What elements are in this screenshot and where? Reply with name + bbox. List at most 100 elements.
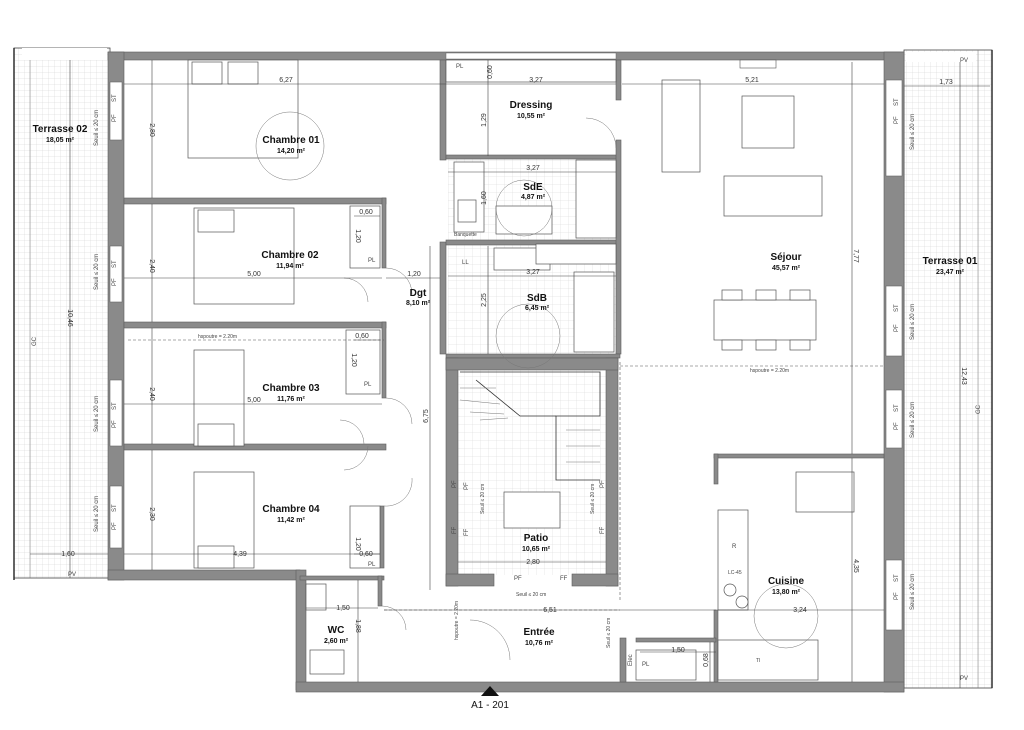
section-marker-icon	[481, 686, 499, 696]
label-seuil-1: Seuil ≤ 20 cm	[94, 110, 100, 146]
label-seuil-patio-1: Seuil ≤ 20 cm	[480, 484, 486, 514]
dim-160-t2: 1,60	[61, 551, 75, 558]
dim-120-dgt: 1,20	[407, 271, 421, 278]
label-hspoutre-ch3: hspoutre = 2.20m	[198, 334, 237, 340]
dim-327-top: 3,27	[529, 77, 543, 84]
label-ti: TI	[756, 658, 760, 664]
room-cuisine-name: Cuisine	[768, 576, 805, 587]
section-label: A1 - 201	[471, 700, 509, 711]
label-ff-patio-3: FF	[600, 526, 606, 534]
room-terrasse02-name: Terrasse 02	[33, 124, 88, 135]
label-r: R	[732, 544, 737, 550]
dim-120-ch4: 1,20	[354, 537, 361, 551]
dim-173: 1,73	[939, 79, 953, 86]
room-sejour-area: 45,57 m²	[772, 265, 801, 272]
interior-walls	[123, 59, 885, 683]
label-seuil-r2: Seuil ≤ 20 cm	[910, 304, 916, 340]
label-ll: LL	[462, 260, 469, 266]
dim-777: 7,77	[852, 249, 859, 263]
dim-129: 1,29	[481, 113, 488, 127]
room-dressing-area: 10,55 m²	[517, 113, 546, 120]
door-swings	[255, 111, 819, 661]
label-st-r2: ST	[894, 304, 900, 312]
room-chambre04-name: Chambre 04	[262, 504, 320, 515]
label-seuil-entree: Seuil ≤ 20 cm	[606, 618, 612, 648]
label-ff-patio-1: FF	[452, 526, 458, 534]
label-pf-r4: PF	[894, 592, 900, 600]
room-chambre04-area: 11,42 m²	[277, 517, 305, 524]
label-pv-right: PV	[960, 676, 968, 682]
dim-627: 6,27	[279, 77, 293, 84]
label-banquette: Banquette	[454, 232, 477, 238]
dim-240-ch2: 2,40	[148, 259, 155, 273]
room-terrasse01-area: 23,47 m²	[936, 269, 965, 276]
label-pl-ch4: PL	[368, 562, 376, 568]
dim-150-ent: 1,50	[671, 647, 685, 654]
label-lc: LC-45	[728, 570, 742, 576]
room-chambre02-name: Chambre 02	[261, 250, 319, 261]
room-dgt-area: 8,10 m²	[406, 300, 431, 307]
dim-435: 4,35	[852, 559, 859, 573]
label-pf-r1: PF	[894, 116, 900, 124]
dim-1046: 10,46	[66, 309, 73, 327]
label-seuil-r3: Seuil ≤ 20 cm	[910, 402, 916, 438]
label-seuil-patio-2: Seuil ≤ 20 cm	[590, 484, 596, 514]
label-pl-top: PL	[456, 64, 464, 70]
terrasse-02-area	[13, 47, 111, 580]
dim-068: 0,68	[703, 653, 710, 667]
room-chambre03-name: Chambre 03	[262, 383, 320, 394]
dim-675: 6,75	[423, 409, 430, 423]
room-entree-name: Entrée	[523, 627, 555, 638]
label-seuil-patio-bottom: Seuil ≤ 20 cm	[516, 592, 546, 598]
room-sde-area: 4,87 m²	[521, 194, 546, 201]
label-pf-patio-3: PF	[600, 480, 606, 488]
dim-327-sde: 3,27	[526, 165, 540, 172]
dimension-lines	[30, 60, 990, 688]
label-seuil-2: Seuil ≤ 20 cm	[94, 254, 100, 290]
label-pf-4: PF	[112, 522, 118, 530]
label-pf-r2: PF	[894, 324, 900, 332]
label-seuil-r4: Seuil ≤ 20 cm	[910, 574, 916, 610]
dim-521: 5,21	[745, 77, 759, 84]
room-patio-area: 10,65 m²	[522, 546, 551, 553]
room-sdb-name: SdB	[527, 293, 547, 304]
label-pf-1: PF	[112, 114, 118, 122]
room-sde-name: SdE	[523, 182, 543, 193]
room-sejour-name: Séjour	[770, 252, 801, 263]
room-chambre03-area: 11,76 m²	[277, 396, 305, 403]
dim-060-ch2: 0,60	[359, 209, 373, 216]
room-chambre01-name: Chambre 01	[262, 135, 320, 146]
label-st-r3: ST	[894, 404, 900, 412]
room-wc-area: 2,60 m²	[324, 638, 349, 645]
dim-500-ch3: 5,00	[247, 397, 261, 404]
label-pf-patio-bottom: PF	[514, 576, 522, 582]
dim-060-ch4: 0,60	[359, 551, 373, 558]
room-dressing-name: Dressing	[510, 100, 553, 111]
dim-225: 2,25	[481, 293, 488, 307]
label-pl-entree: PL	[642, 662, 650, 668]
dim-439: 4,39	[233, 551, 247, 558]
dim-324: 3,24	[793, 607, 807, 614]
dim-327-sdb: 3,27	[526, 269, 540, 276]
label-pf-2: PF	[112, 278, 118, 286]
dim-500-ch2: 5,00	[247, 271, 261, 278]
exterior-walls	[107, 51, 905, 693]
room-wc-name: WC	[328, 625, 345, 636]
label-st-3: ST	[112, 402, 118, 410]
label-pf-patio-1: PF	[452, 480, 458, 488]
label-gc-left: GC	[32, 336, 38, 346]
dim-120-ch3: 1,20	[350, 353, 357, 367]
label-pf-patio-2: PF	[464, 482, 470, 490]
terrasse-01-area	[903, 49, 993, 689]
label-st-4: ST	[112, 504, 118, 512]
dim-280-patio: 2,80	[526, 559, 540, 566]
label-st-1: ST	[112, 94, 118, 102]
room-chambre01-area: 14,20 m²	[277, 148, 306, 155]
label-seuil-r1: Seuil ≤ 20 cm	[910, 114, 916, 150]
label-hspoutre-sejour: hspoutre = 2.20m	[750, 368, 789, 374]
room-terrasse01-name: Terrasse 01	[923, 256, 978, 267]
dim-150-wc: 1,50	[336, 605, 350, 612]
label-seuil-4: Seuil ≤ 20 cm	[94, 496, 100, 532]
label-st-r1: ST	[894, 98, 900, 106]
